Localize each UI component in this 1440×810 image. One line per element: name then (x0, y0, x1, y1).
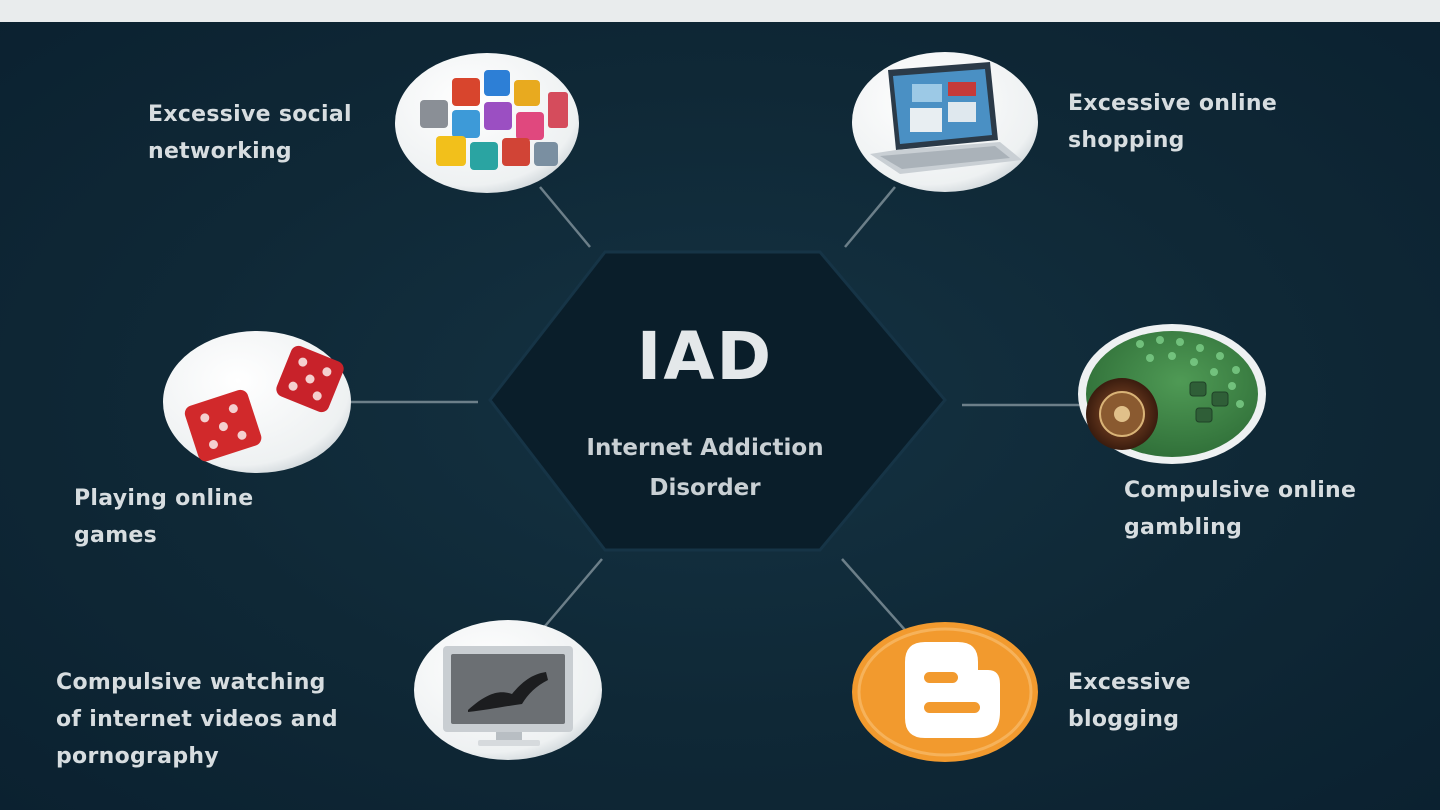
laptop-icon (852, 52, 1038, 192)
label-online-games: Playing online games (74, 480, 253, 554)
label-games-line1: Playing online (74, 480, 253, 517)
label-social-networking: Excessive social networking (148, 96, 352, 170)
monitor-icon (414, 620, 602, 760)
label-blogging: Excessive blogging (1068, 664, 1191, 738)
dice-icon (163, 331, 351, 473)
connector-blogging (842, 559, 905, 630)
blogger-icon (852, 622, 1038, 762)
label-social-line2: networking (148, 133, 352, 170)
label-videos-line2: of internet videos and (56, 701, 338, 738)
diagram-canvas: IAD Internet Addiction Disorder Excessiv… (0, 22, 1440, 810)
label-shopping-line1: Excessive online (1068, 85, 1277, 122)
label-online-shopping: Excessive online shopping (1068, 85, 1277, 159)
center-subtitle-line1: Internet Addiction (540, 428, 870, 468)
connector-videos (540, 559, 602, 632)
center-title: IAD (580, 322, 830, 392)
label-blogging-line2: blogging (1068, 701, 1191, 738)
label-gambling-line2: gambling (1124, 509, 1356, 546)
top-strip (0, 0, 1440, 22)
roulette-table-icon (1078, 324, 1266, 464)
connector-shopping (845, 187, 895, 247)
label-shopping-line2: shopping (1068, 122, 1277, 159)
connector-social (540, 187, 590, 247)
center-subtitle: Internet Addiction Disorder (540, 428, 870, 508)
label-social-line1: Excessive social (148, 96, 352, 133)
label-games-line2: games (74, 517, 253, 554)
app-icons-cube-icon (395, 53, 579, 193)
label-videos: Compulsive watching of internet videos a… (56, 664, 338, 775)
label-videos-line1: Compulsive watching (56, 664, 338, 701)
label-online-gambling: Compulsive online gambling (1124, 472, 1356, 546)
label-gambling-line1: Compulsive online (1124, 472, 1356, 509)
label-videos-line3: pornography (56, 738, 338, 775)
label-blogging-line1: Excessive (1068, 664, 1191, 701)
center-subtitle-line2: Disorder (540, 468, 870, 508)
